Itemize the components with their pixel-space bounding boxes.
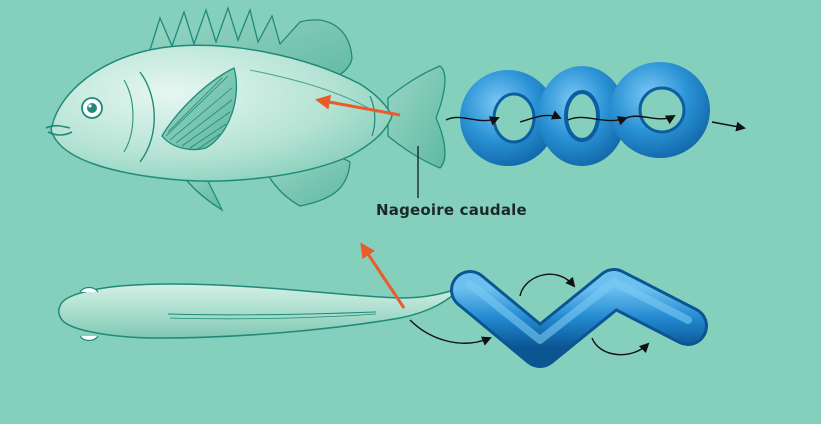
eel-body	[59, 284, 460, 338]
fish-tail	[388, 66, 445, 168]
vortex-ring-chain	[460, 62, 710, 166]
vortex-ring-3	[610, 62, 710, 158]
eel-illustration	[59, 284, 460, 341]
tail-fin-label: Nageoire caudale	[376, 201, 527, 219]
fish-illustration	[46, 8, 445, 210]
vortex-zigzag-tube	[470, 282, 688, 348]
